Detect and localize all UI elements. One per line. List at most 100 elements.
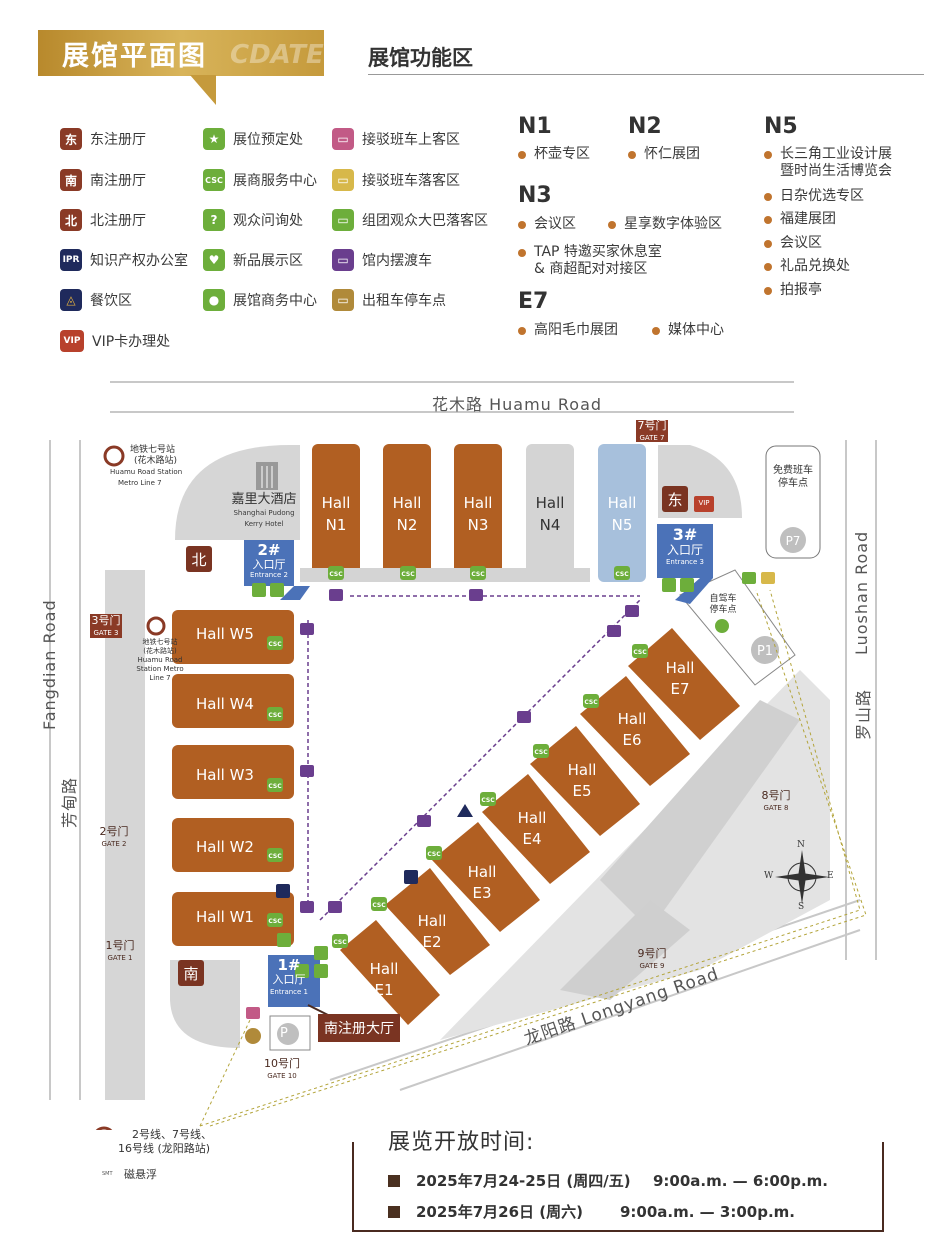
legend-item-taxi: ▭ 出租车停车点 (332, 289, 446, 311)
title-watermark: CDATE (230, 40, 324, 70)
hall-e6 (580, 676, 690, 786)
west-halls (172, 610, 294, 946)
compass-icon (775, 850, 829, 904)
zone-n3-item: 星享数字体验区 (608, 216, 722, 233)
legend-item-food: ◬ 餐饮区 (60, 289, 132, 311)
section-title: 展馆功能区 (368, 46, 473, 70)
hall-e4 (482, 774, 590, 884)
zone-n3-item: TAP 特邀买家休息室& 商超配对对接区 (518, 244, 662, 278)
zone-n5-item: 福建展团 (764, 211, 836, 228)
svg-text:CSC: CSC (471, 571, 485, 578)
zone-n1-heading: N1 (518, 114, 552, 139)
legend-label: 组团观众大巴落客区 (362, 213, 488, 229)
zone-e7-item: 高阳毛巾展团 (518, 322, 618, 339)
zone-n5-item: 长三角工业设计展暨时尚生活博览会 (764, 146, 892, 180)
legend-item-north-registration: 北 北注册厅 (60, 209, 146, 231)
legend-label: 展位预定处 (233, 132, 303, 148)
smt-label: SMT (102, 1171, 113, 1177)
metro-icons (95, 445, 166, 1130)
legend-item-csc: CSC 展商服务中心 (203, 169, 317, 191)
legend-item-vip: VIP VIP卡办理处 (60, 330, 170, 352)
section-divider (368, 74, 924, 75)
hours-row: 2025年7月24-25日 (周四/五)9:00a.m. — 6:00p.m. (388, 1170, 828, 1191)
svg-text:CSC: CSC (268, 918, 282, 925)
hall-n5 (598, 444, 646, 582)
legend-label: 展商服务中心 (233, 173, 317, 189)
svg-text:CSC: CSC (584, 699, 598, 706)
ferry-bus-icon: ▭ (332, 249, 354, 271)
road-west-en: Fangdian Road (40, 599, 59, 730)
heart-icon: ♥ (203, 249, 225, 271)
legend-label: 馆内摆渡车 (362, 253, 432, 269)
road-west-cn: 芳甸路 (60, 776, 79, 828)
legend-label: 南注册厅 (90, 173, 146, 189)
hall-e7 (628, 628, 740, 740)
compass-e: E (827, 871, 834, 881)
legend-item-booth-booking: ★ 展位预定处 (203, 128, 303, 150)
svg-text:CSC: CSC (481, 797, 495, 804)
hotel-building-icon (256, 462, 278, 490)
help-icon: ? (203, 209, 225, 231)
parking-p7: P7 (765, 445, 821, 559)
zone-n2-item: 怀仁展团 (628, 146, 700, 163)
vip-marker-label: VIP (698, 499, 710, 507)
zone-n5-item: 会议区 (764, 235, 822, 252)
compass-n: N (797, 840, 805, 850)
hall-n3 (454, 444, 502, 582)
south-registration-icon: 南 (60, 169, 82, 191)
legend: 东 东注册厅 南 南注册厅 北 北注册厅 IPR 知识产权办公室 ◬ 餐饮区 V… (60, 128, 520, 358)
hall-e1 (340, 920, 440, 1025)
hall-n2 (383, 444, 431, 582)
zone-n5-item: 礼品兑换处 (764, 258, 850, 275)
legend-label: 出租车停车点 (362, 293, 446, 309)
hall-e3 (432, 822, 540, 932)
hours-title: 展览开放时间: (380, 1124, 543, 1156)
svg-text:CSC: CSC (372, 902, 386, 909)
legend-label: 展馆商务中心 (233, 293, 317, 309)
entrance-3-block (657, 524, 713, 578)
legend-label: VIP卡办理处 (92, 334, 171, 350)
legend-item-east-registration: 东 东注册厅 (60, 128, 146, 150)
hall-w3-label: Hall W3 (196, 766, 254, 784)
person-icon: ● (203, 289, 225, 311)
legend-item-ipr: IPR 知识产权办公室 (60, 249, 188, 271)
service-icons (245, 572, 775, 1044)
venue-map: P1 P7 (49, 381, 877, 1130)
title-banner (38, 30, 324, 76)
hall-w1-label: Hall W1 (196, 908, 254, 926)
zone-n5-heading: N5 (764, 114, 798, 139)
metro-huamu-top: 地铁七号站 (花木路站) Huamu Road Station Metro Li… (110, 445, 183, 487)
legend-label: 北注册厅 (90, 213, 146, 229)
hall-w2-label: Hall W2 (196, 838, 254, 856)
legend-item-ferry: ▭ 馆内摆渡车 (332, 249, 432, 271)
hall-w4-label: Hall W4 (196, 695, 254, 713)
taxi-icon: ▭ (332, 289, 354, 311)
group-bus-icon: ▭ (332, 209, 354, 231)
hall-w5-label: Hall W5 (196, 625, 254, 643)
svg-text:CSC: CSC (615, 571, 629, 578)
north-registration-icon: 北 (60, 209, 82, 231)
legend-label: 观众问询处 (233, 213, 303, 229)
zone-n5-item: 日杂优选专区 (764, 188, 864, 205)
registration-markers (178, 486, 714, 986)
zone-n5-item: 拍报亭 (764, 282, 822, 299)
legend-label: 接驳班车落客区 (362, 173, 460, 189)
hours-row: 2025年7月26日 (周六)9:00a.m. — 3:00p.m. (388, 1201, 795, 1222)
free-shuttle-parking: 免费班车停车点 (773, 465, 813, 489)
legend-item-group-bus: ▭ 组团观众大巴落客区 (332, 209, 488, 231)
svg-text:CSC: CSC (268, 853, 282, 860)
hours-box (352, 1142, 884, 1232)
hall-n4 (526, 444, 574, 582)
svg-text:CSC: CSC (268, 712, 282, 719)
legend-item-new-products: ♥ 新品展示区 (203, 249, 303, 271)
